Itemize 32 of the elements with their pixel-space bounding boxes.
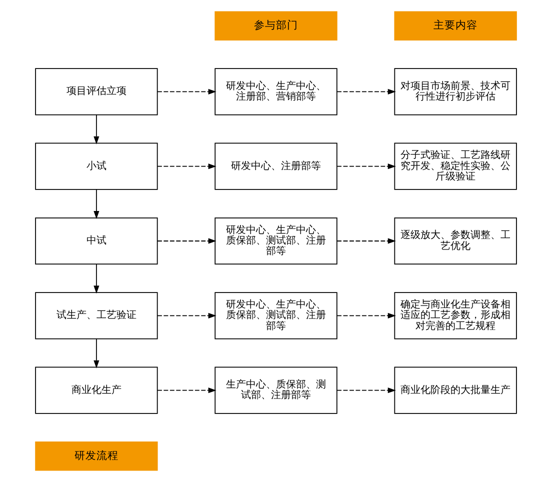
arrow [93, 114, 99, 144]
arrow [156, 312, 216, 318]
node-box: 研发中心、生产中心、质保部、测试部、注册部等 [214, 292, 337, 340]
node-box: 研发中心、注册部等 [214, 142, 337, 190]
node-box: 研发流程 [34, 441, 158, 471]
node-box: 主要内容 [394, 11, 516, 41]
node-box: 参与部门 [214, 11, 337, 41]
arrow [93, 189, 99, 220]
node-box: 中试 [34, 217, 158, 265]
arrow [93, 338, 99, 368]
arrow [336, 238, 396, 244]
node-box: 商业化阶段的大批量生产 [394, 366, 516, 414]
node-box: 确定与商业化生产设备相适应的工艺参数，形成相对完善的工艺规程 [394, 292, 516, 340]
arrow [336, 164, 396, 170]
arrow [93, 264, 99, 294]
node-box: 分子式验证、工艺路线研究开发、稳定性实验、公斤级验证 [394, 142, 516, 190]
node-box: 试生产、工艺验证 [34, 292, 158, 340]
node-box: 研发中心、生产中心、注册部、营销部等 [214, 68, 337, 116]
arrow [156, 164, 216, 170]
arrow [156, 238, 216, 244]
node-box: 生产中心、质保部、测试部、注册部等 [214, 366, 337, 414]
node-box: 项目评估立项 [34, 68, 158, 116]
node-box: 对项目市场前景、技术可行性进行初步评估 [394, 68, 516, 116]
node-box: 商业化生产 [34, 366, 158, 414]
node-box: 逐级放大、参数调整、工艺优化 [394, 217, 516, 265]
arrow [336, 88, 396, 94]
arrow [336, 312, 396, 318]
node-box: 研发中心、生产中心、质保部、测试部、注册部等 [214, 217, 337, 265]
node-box: 小试 [34, 142, 158, 190]
arrow [336, 388, 396, 394]
arrow [156, 88, 216, 94]
arrow [156, 388, 216, 394]
